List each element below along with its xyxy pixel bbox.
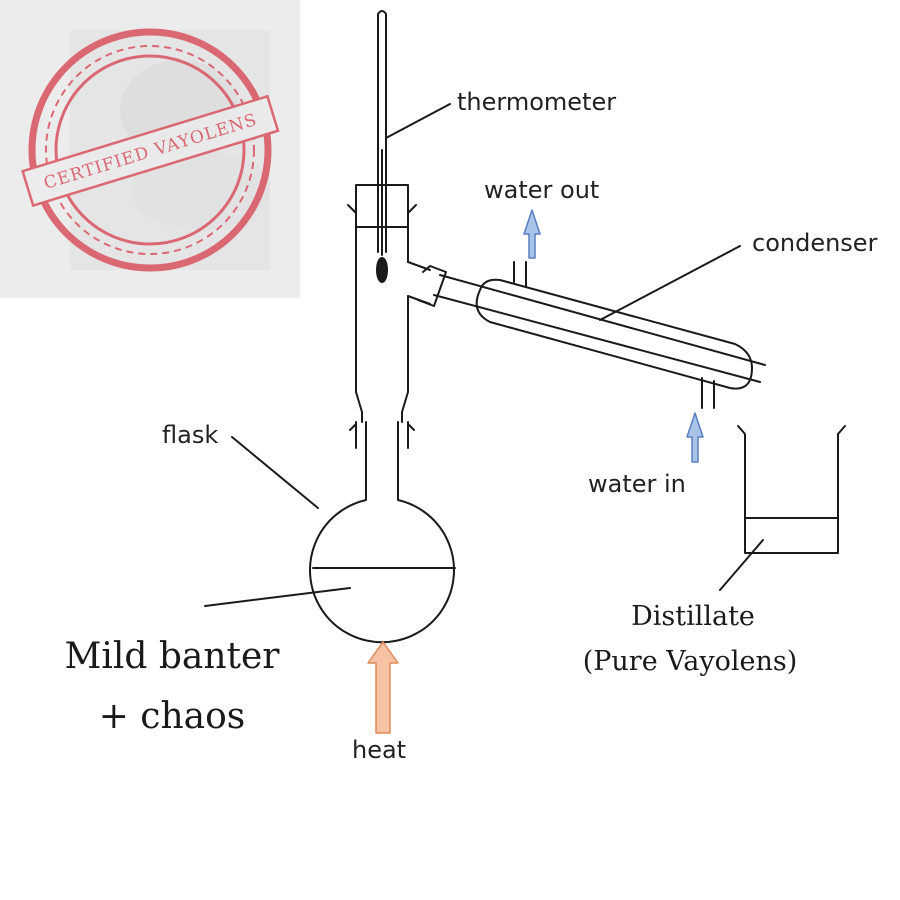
condenser-label: condenser	[752, 229, 878, 257]
water-in-arrow	[686, 412, 704, 463]
thermometer-bulb	[376, 257, 388, 283]
heat-label: heat	[352, 736, 406, 764]
distillate-label-line-1: Distillate	[631, 601, 755, 632]
flask-label: flask	[162, 421, 218, 449]
water-out-label: water out	[484, 176, 599, 204]
heat-arrow	[367, 641, 399, 734]
contents-leader	[204, 587, 351, 607]
flask-contents-line-1: Mild banter	[64, 636, 280, 677]
beaker	[737, 425, 846, 554]
condenser-jacket	[475, 278, 753, 390]
condenser-inner-tube	[433, 274, 766, 383]
stamp-image: CERTIFIED VAYOLENS	[0, 0, 300, 298]
water-in-label: water in	[588, 470, 686, 498]
still-head	[355, 226, 363, 423]
water-out-port	[513, 261, 527, 287]
thermometer-label: thermometer	[457, 88, 616, 116]
flask	[309, 447, 455, 644]
distillate-label-line-2: (Pure Vayolens)	[583, 646, 798, 677]
condenser-leader	[599, 245, 741, 321]
stopper	[355, 184, 409, 228]
flask-contents-line-2: + chaos	[99, 696, 246, 737]
water-in-port	[701, 377, 715, 409]
flask-leader	[231, 436, 319, 509]
apparatus	[204, 10, 846, 644]
thermometer	[377, 10, 387, 256]
water-out-arrow	[523, 209, 541, 259]
distillate-leader	[719, 539, 764, 591]
thermometer-leader	[385, 103, 451, 139]
ground-joint	[355, 421, 409, 449]
